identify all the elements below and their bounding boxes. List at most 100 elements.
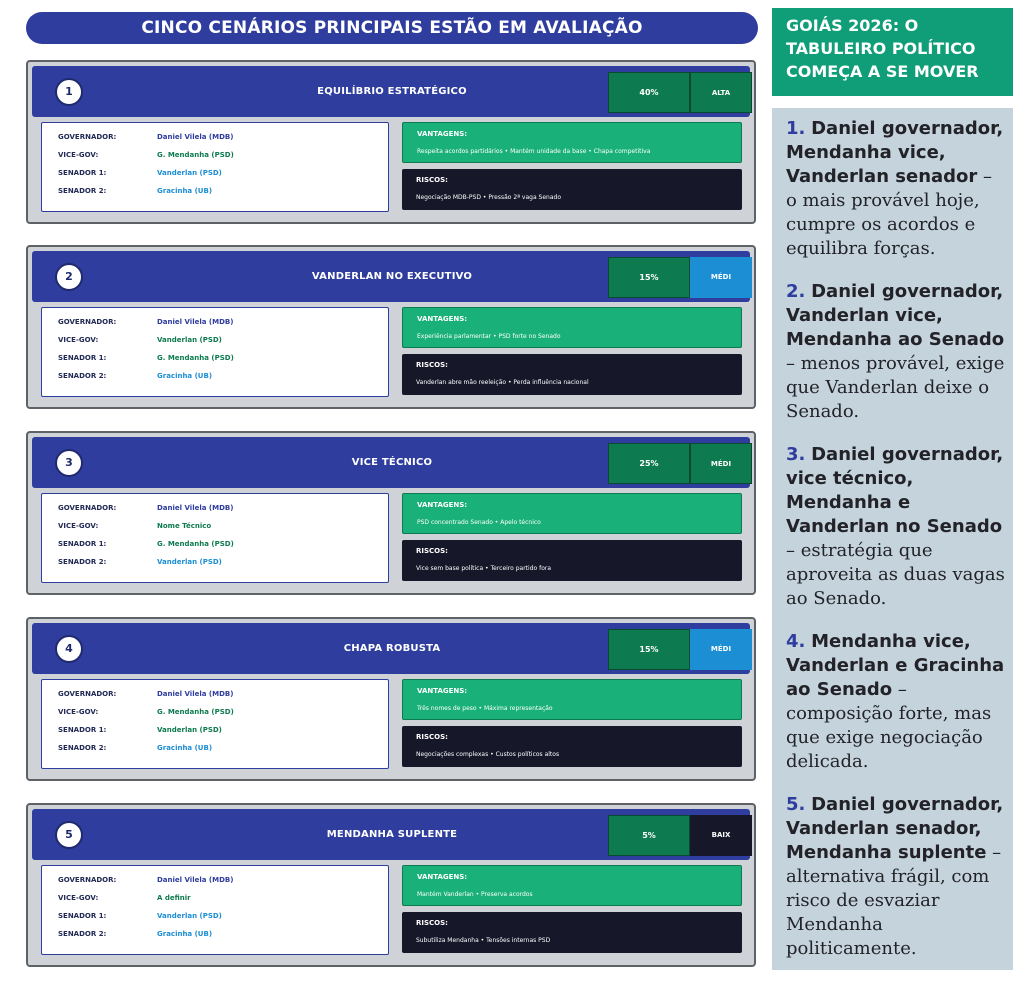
senador2-label: SENADOR 2: [58, 744, 107, 752]
scenario-summary: 4. Mendanha vice, Vanderlan e Gracinha a… [786, 630, 1007, 774]
vice-label: VICE-GOV: [58, 894, 99, 902]
advantages-text: Mantém Vanderlan • Preserva acordos [417, 891, 533, 898]
senador2-value: Gracinha (UB) [157, 187, 213, 195]
scenario-card: 4 CHAPA ROBUSTA 15% MÉDI GOVERNADOR: Dani… [26, 617, 756, 781]
scenario-card: 2 VANDERLAN NO EXECUTIVO 15% MÉDI GOVERN… [26, 245, 756, 409]
summary-text: – o mais provável hoje, cumpre os acordo… [786, 166, 993, 259]
scenario-number: 4 [55, 635, 83, 663]
scenario-title: CHAPA ROBUSTA [343, 643, 441, 654]
sidebar-text: 1. Daniel governador, Mendanha vice, Van… [772, 108, 1013, 970]
vice-label: VICE-GOV: [58, 336, 99, 344]
risks-text: Subutiliza Mendanha • Tensões internas P… [416, 937, 551, 944]
senador2-value: Gracinha (UB) [157, 930, 213, 938]
summary-lead: Daniel governador, Mendanha vice, Vander… [786, 118, 1004, 187]
summary-lead: Mendanha vice, Vanderlan e Gracinha ao S… [786, 631, 1005, 700]
scenario-card: 5 MENDANHA SUPLENTE 5% BAIX GOVERNADOR: D… [26, 803, 756, 967]
ticket-composition: GOVERNADOR: Daniel Vilela (MDB) VICE-GOV:… [41, 307, 389, 397]
senador2-label: SENADOR 2: [58, 187, 107, 195]
senador1-value: G. Mendanha (PSD) [157, 354, 234, 362]
probability-percent: 15% [608, 629, 690, 670]
advantages-label: VANTAGENS: [417, 315, 468, 323]
advantages-text: Três nomes de peso • Máxima representaçã… [417, 705, 553, 712]
probability-level-badge: MÉDI [690, 443, 752, 484]
risks-box: RISCOS: Vice sem base política • Terceir… [402, 540, 742, 581]
senador2-label: SENADOR 2: [58, 930, 107, 938]
ticket-composition: GOVERNADOR: Daniel Vilela (MDB) VICE-GOV:… [41, 865, 389, 955]
senador2-value: Gracinha (UB) [157, 744, 213, 752]
scenario-number: 2 [55, 263, 83, 291]
probability-level-badge: MÉDI [690, 629, 752, 670]
summary-text: – menos provável, exige que Vanderlan de… [786, 353, 1005, 422]
senador2-value: Vanderlan (PSD) [157, 558, 222, 566]
vice-value: Nome Técnico [157, 522, 212, 530]
senador1-value: Vanderlan (PSD) [157, 912, 222, 920]
risks-text: Negociações complexas • Custos políticos… [416, 751, 560, 758]
senador1-label: SENADOR 1: [58, 354, 107, 362]
governador-label: GOVERNADOR: [58, 318, 117, 326]
advantages-text: Experiência parlamentar • PSD forte no S… [417, 333, 561, 340]
summary-lead: Daniel governador, Vanderlan vice, Menda… [786, 281, 1005, 350]
summary-text: – alternativa frágil, com risco de esvaz… [786, 842, 1002, 959]
advantages-label: VANTAGENS: [417, 130, 468, 138]
scenario-number: 3 [55, 449, 83, 477]
scenario-card: 1 EQUILÍBRIO ESTRATÉGICO 40% ALTA GOVERN… [26, 60, 756, 224]
sidebar-title: GOIÁS 2026: O TABULEIRO POLÍTICO COMEÇA … [772, 8, 1013, 96]
advantages-box: VANTAGENS: Experiência parlamentar • PSD… [402, 307, 742, 348]
governador-value: Daniel Vilela (MDB) [157, 876, 234, 884]
governador-label: GOVERNADOR: [58, 690, 117, 698]
ticket-composition: GOVERNADOR:Daniel Vilela (MDB) VICE-GOV:… [41, 122, 389, 212]
probability-percent: 5% [608, 815, 690, 856]
scenario-number: 1 [55, 78, 83, 106]
vice-value: G. Mendanha (PSD) [157, 151, 234, 159]
ticket-composition: GOVERNADOR:Daniel Vilela (MDB) VICE-GOV:… [41, 493, 389, 583]
vice-label: VICE-GOV: [58, 522, 99, 530]
scenario-header: 2 VANDERLAN NO EXECUTIVO 15% MÉDI [32, 251, 752, 302]
senador1-label: SENADOR 1: [58, 169, 107, 177]
senador1-label: SENADOR 1: [58, 912, 107, 920]
scenario-title: EQUILÍBRIO ESTRATÉGICO [317, 86, 467, 97]
governador-value: Daniel Vilela (MDB) [157, 504, 234, 512]
scenario-header: 5 MENDANHA SUPLENTE 5% BAIX [32, 809, 752, 860]
governador-value: Daniel Vilela (MDB) [157, 690, 234, 698]
scenario-title: MENDANHA SUPLENTE [326, 829, 458, 840]
probability-percent: 25% [608, 443, 690, 484]
probability-percent: 40% [608, 72, 690, 113]
vice-label: VICE-GOV: [58, 708, 99, 716]
summary-number: 1. [786, 118, 806, 139]
summary-lead: Daniel governador, vice técnico, Mendanh… [786, 444, 1004, 537]
probability-level-badge: ALTA [690, 72, 752, 113]
risks-text: Negociação MDB-PSD • Pressão 2ª vaga Sen… [416, 194, 562, 201]
vice-value: Vanderlan (PSD) [157, 336, 222, 344]
senador1-label: SENADOR 1: [58, 726, 107, 734]
risks-text: Vanderlan abre mão reeleição • Perda inf… [416, 379, 589, 386]
vice-label: VICE-GOV: [58, 151, 99, 159]
advantages-box: VANTAGENS: Respeita acordos partidários … [402, 122, 742, 163]
advantages-label: VANTAGENS: [417, 687, 468, 695]
scenario-title: VICE TÉCNICO [351, 457, 433, 468]
scenario-header: 4 CHAPA ROBUSTA 15% MÉDI [32, 623, 752, 674]
vice-value: A definir [157, 894, 191, 902]
scenario-summary: 3. Daniel governador, vice técnico, Mend… [786, 443, 1007, 611]
scenario-header: 3 VICE TÉCNICO 25% MÉDI [32, 437, 752, 488]
summary-text: – estratégia que aproveita as duas vagas… [786, 540, 1005, 609]
risks-label: RISCOS: [416, 733, 448, 741]
senador1-value: Vanderlan (PSD) [157, 726, 222, 734]
scenario-card: 3 VICE TÉCNICO 25% MÉDI GOVERNADOR:Danie… [26, 431, 756, 595]
probability-percent: 15% [608, 257, 690, 298]
advantages-box: VANTAGENS: PSD concentrado Senado • Apel… [402, 493, 742, 534]
senador1-label: SENADOR 1: [58, 540, 107, 548]
advantages-text: Respeita acordos partidários • Mantém un… [417, 148, 651, 155]
governador-label: GOVERNADOR: [58, 876, 117, 884]
risks-label: RISCOS: [416, 361, 448, 369]
probability-level-badge: BAIX [690, 815, 752, 856]
vice-value: G. Mendanha (PSD) [157, 708, 234, 716]
senador2-value: Gracinha (UB) [157, 372, 213, 380]
summary-number: 3. [786, 444, 806, 465]
scenario-header: 1 EQUILÍBRIO ESTRATÉGICO 40% ALTA [32, 66, 752, 117]
governador-value: Daniel Vilela (MDB) [157, 318, 234, 326]
summary-number: 4. [786, 631, 806, 652]
senador2-label: SENADOR 2: [58, 558, 107, 566]
risks-label: RISCOS: [416, 919, 448, 927]
senador2-label: SENADOR 2: [58, 372, 107, 380]
risks-box: RISCOS: Negociações complexas • Custos p… [402, 726, 742, 767]
